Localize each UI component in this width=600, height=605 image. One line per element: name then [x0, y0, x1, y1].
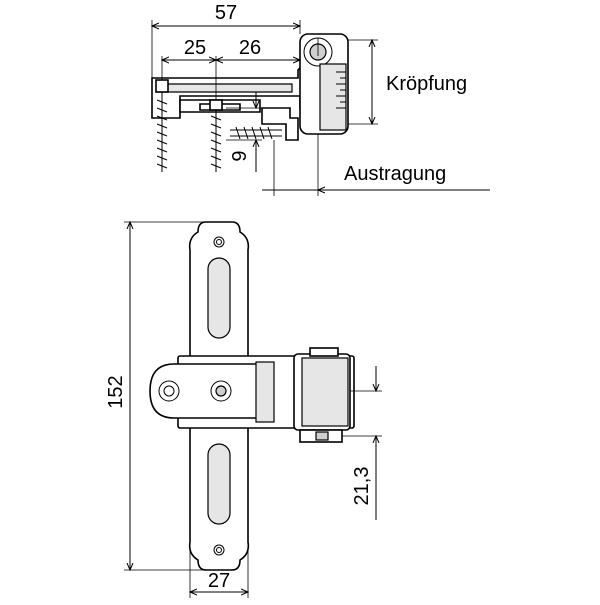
screw-left: [155, 79, 169, 172]
screw-horizontal: [230, 126, 282, 140]
dim-label-26: 26: [239, 37, 261, 59]
dim-label-21-3: 21,3: [351, 467, 373, 506]
dim-label-152: 152: [105, 375, 127, 408]
dim-label-25: 25: [184, 37, 206, 59]
dim-label-57: 57: [215, 2, 237, 24]
front-view: [124, 222, 382, 598]
dim-label-kroepfung: Kröpfung: [386, 73, 467, 95]
top-view: [152, 20, 490, 196]
dim-label-austragung: Austragung: [344, 163, 446, 185]
screw-middle: [209, 99, 223, 172]
dim-label-9: 9: [229, 150, 251, 161]
dim-label-27: 27: [208, 570, 230, 592]
